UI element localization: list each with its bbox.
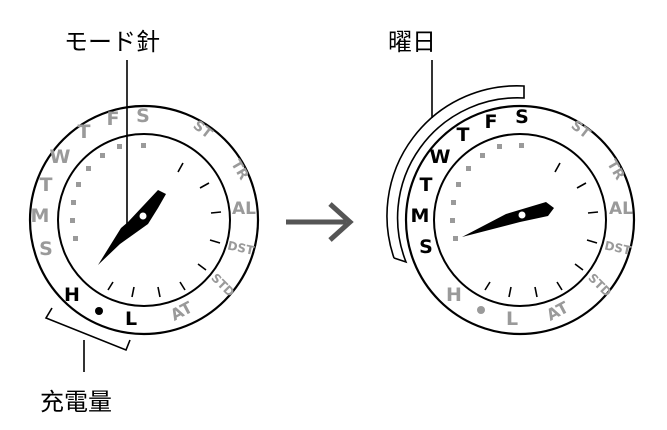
right-mode-dst: DST: [603, 238, 633, 257]
right-mode-std: STD: [585, 271, 614, 300]
left-mode-st: ST: [190, 117, 216, 142]
right-weekday-tue: T: [420, 174, 433, 196]
right-charge-dot-icon: [477, 306, 485, 314]
left-mode-hand: [98, 190, 166, 265]
caption-weekday: 曜日: [388, 28, 436, 56]
left-mode-tr: TR: [227, 157, 251, 183]
left-dot-ticks: [70, 143, 146, 241]
left-watch-dial: S M T W T F S ST TR AL DST STD AT H L: [28, 60, 260, 372]
left-hand-pivot: [139, 212, 147, 220]
left-weekday-thu: T: [78, 121, 91, 143]
right-weekday-mon: M: [411, 205, 430, 227]
left-weekday-sun: S: [39, 238, 53, 260]
left-weekday-sat: S: [136, 105, 150, 127]
right-charge-low: L: [506, 308, 518, 330]
right-weekday-wed: W: [430, 146, 451, 168]
caption-mode-hand: モード針: [64, 28, 160, 56]
left-mode-al: AL: [232, 199, 256, 219]
right-weekday-sat: S: [515, 106, 529, 128]
right-weekday-sun: S: [419, 236, 433, 258]
left-dash-ticks: [107, 162, 222, 298]
left-charge-high: H: [64, 284, 80, 306]
right-mode-st: ST: [568, 117, 594, 142]
right-weekday-thu: T: [457, 124, 470, 146]
left-inner-ring: [57, 133, 231, 307]
right-dash-ticks: [484, 162, 599, 298]
left-weekday-mon: M: [31, 205, 50, 227]
right-mode-hand: [462, 202, 554, 237]
right-weekday-fri: F: [485, 111, 498, 133]
right-charge-high: H: [446, 284, 462, 306]
left-mode-std: STD: [208, 271, 237, 300]
left-weekday-fri: F: [107, 108, 120, 130]
left-outer-ring: [28, 104, 260, 336]
caption-charge: 充電量: [40, 388, 112, 416]
left-weekday-tue: T: [40, 174, 53, 196]
right-inner-ring: [433, 133, 607, 307]
charge-bracket: [44, 307, 131, 352]
left-weekday-wed: W: [50, 146, 71, 168]
right-hand-pivot: [518, 211, 526, 219]
right-mode-tr: TR: [603, 157, 627, 183]
right-outer-ring: [404, 104, 636, 336]
right-dot-ticks: [450, 143, 524, 241]
weekday-bracket: [386, 85, 525, 264]
left-charge-dot-icon: [95, 307, 103, 315]
left-charge-low: L: [125, 308, 137, 330]
right-mode-al: AL: [609, 199, 633, 219]
right-arrow-icon: [286, 202, 354, 242]
left-mode-dst: DST: [226, 238, 256, 257]
right-watch-dial: S M T W T F S ST TR AL DST STD AT H L: [386, 60, 636, 336]
